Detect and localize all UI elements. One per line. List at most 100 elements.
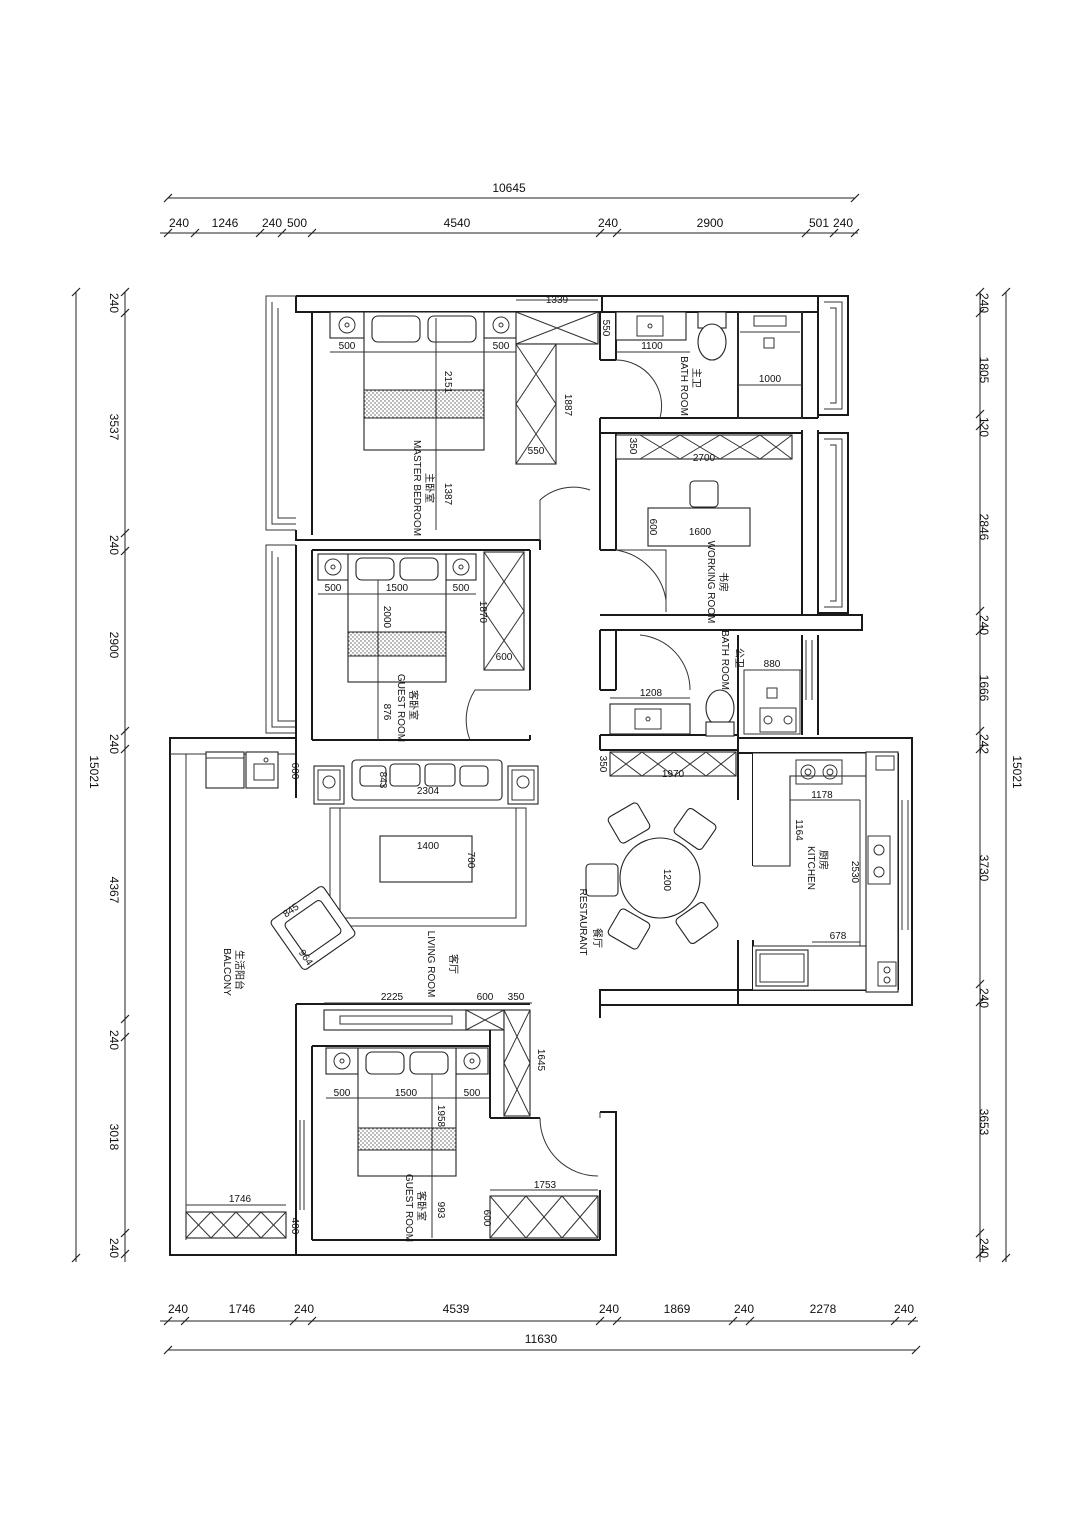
mb-dim-ns-left: 500: [339, 341, 356, 352]
dining-chair: [607, 802, 651, 844]
pbath-shower-dim: 880: [764, 659, 781, 670]
counter-right: [865, 751, 899, 993]
work-cab-dim: 2700: [693, 453, 716, 464]
liv-sofa-d-dim: 843: [377, 772, 388, 789]
laundry-sink: [245, 751, 279, 789]
top-seg-2: 1246: [212, 216, 239, 230]
right-total-dim: 15021: [1010, 755, 1024, 789]
top-total-dim: 10645: [492, 181, 526, 195]
right-seg-1: 240: [977, 293, 991, 313]
side-table-right: [507, 765, 539, 805]
kit-bottom-dim: 678: [830, 931, 847, 942]
working-room: 2700 350 1600 600 书房 WORKING ROOM: [615, 434, 793, 623]
right-seg-9: 240: [977, 988, 991, 1008]
nightstand-left: [325, 1047, 359, 1075]
guest2-label-cn: 客卧室: [415, 1191, 428, 1221]
tv-cab-dim: 2225: [381, 992, 404, 1003]
living-room: 2304 843 1400 700 845 964 客厅 LIVING ROOM…: [270, 759, 539, 1031]
office-chair: [689, 480, 719, 508]
guest2-label-en: GUEST ROOM: [403, 1174, 414, 1242]
bottom-seg-6: 1869: [664, 1302, 691, 1316]
master-bedroom-label-en: MASTER BEDROOM: [411, 440, 422, 536]
g2-below-dim: 993: [435, 1202, 446, 1219]
g1-ward-dim: 1870: [477, 601, 488, 624]
top-seg-9: 240: [833, 216, 853, 230]
left-total-dim: 15021: [87, 755, 101, 789]
top-dimension-chain: 10645 240 1246 240 500 4540 240 2900 501…: [160, 181, 860, 238]
mb-ward-d2: 550: [528, 446, 545, 457]
top-seg-8: 501: [809, 216, 829, 230]
guest1-label-en: GUEST ROOM: [395, 674, 406, 742]
bottom-seg-3: 240: [294, 1302, 314, 1316]
armchair: 845 964: [270, 886, 356, 970]
bottom-seg-8: 2278: [810, 1302, 837, 1316]
right-seg-8: 3730: [977, 855, 991, 882]
bottom-total-dim: 11630: [525, 1332, 558, 1346]
drain-icon: [763, 337, 775, 349]
left-seg-8: 3018: [107, 1124, 121, 1151]
pillow-right: [409, 1051, 449, 1075]
master-bath: 1100 主卫 BATH ROOM 1000: [615, 311, 803, 419]
bal-bottom-d-dim: 400: [289, 1218, 300, 1235]
kit-top-dim: 1178: [811, 790, 833, 801]
restaurant-label-cn: 餐厅: [591, 928, 604, 948]
washing-machine: [205, 751, 245, 789]
right-seg-4: 2846: [977, 514, 991, 541]
right-seg-11: 240: [977, 1238, 991, 1258]
mb-ward-h: 1887: [562, 394, 573, 417]
living-label-en: LIVING ROOM: [425, 931, 436, 998]
master-bath-label-cn: 主卫: [690, 368, 702, 388]
mb-dim-below: 1387: [442, 483, 453, 506]
toilet-bowl: [705, 689, 735, 727]
din-cab-dim: 1970: [662, 769, 685, 780]
g2-bed-dim: 1500: [395, 1088, 418, 1099]
nightstand-right: [455, 1047, 489, 1075]
bal-cab-d-dim: 600: [289, 763, 300, 780]
mb-dim-ns-right: 500: [493, 341, 510, 352]
pillow-left: [365, 1051, 405, 1075]
g2-bottom-cab-dim: 1753: [534, 1180, 557, 1191]
right-seg-2: 1805: [977, 357, 991, 384]
left-seg-5: 240: [107, 734, 121, 754]
g2-ward-h-dim: 1645: [535, 1049, 546, 1072]
guest1-label-cn: 客卧室: [407, 690, 420, 720]
left-seg-4: 2900: [107, 632, 121, 659]
mb-dim-bed: 2151: [442, 371, 453, 394]
desk: [647, 507, 751, 547]
dining: 1970 350 1200 餐厅 RESTAURANT: [577, 751, 737, 956]
pillow-right: [427, 315, 477, 343]
shower: [737, 311, 803, 419]
din-cab-d-dim: 350: [597, 756, 608, 773]
right-seg-6: 1666: [977, 675, 991, 702]
g1-ns-r-dim: 500: [453, 583, 470, 594]
shower: [743, 669, 801, 735]
right-dimension-chain: 15021 240 1805 120 2846 240 1666 242 373…: [975, 287, 1024, 1263]
master-bedroom: 500 500 2151 1387 主卧室 MASTER BEDROOM 133…: [329, 295, 611, 536]
guest-room-1: 500 1500 500 2000 876 客卧室 GUEST ROOM 187…: [317, 551, 525, 742]
g1-ns-l-dim: 500: [325, 583, 342, 594]
fridge: [755, 949, 809, 987]
work-desk-d-dim: 600: [647, 519, 658, 536]
g2-bed-len-dim: 1958: [435, 1105, 446, 1128]
bottom-seg-1: 240: [168, 1302, 188, 1316]
balcony: 600 生活阳台 BALCONY 1746 400: [185, 751, 300, 1239]
top-seg-4: 500: [287, 216, 307, 230]
working-label-cn: 书房: [717, 572, 730, 592]
guest-room-2: 500 1500 500 1958 993 客卧室 GUEST ROOM 164…: [325, 1009, 599, 1242]
balcony-cabinet: [185, 1211, 287, 1239]
kit-side-dim: 2530: [849, 861, 860, 884]
nightstand-right: [483, 311, 519, 339]
dining-cabinet: [609, 751, 737, 777]
master-bedroom-label-cn: 主卧室: [423, 473, 436, 503]
work-desk-dim: 1600: [689, 527, 712, 538]
right-seg-5: 240: [977, 615, 991, 635]
top-seg-7: 2900: [697, 216, 724, 230]
bottom-seg-4: 4539: [443, 1302, 470, 1316]
nightstand-left: [317, 553, 349, 581]
left-seg-6: 4367: [107, 877, 121, 904]
pbath-vanity-dim: 1208: [640, 688, 663, 699]
public-bath: 1208 公卫 BATH ROOM 880: [609, 630, 802, 737]
balcony-label-cn: 生活阳台: [233, 950, 246, 990]
pillow-left: [371, 315, 421, 343]
